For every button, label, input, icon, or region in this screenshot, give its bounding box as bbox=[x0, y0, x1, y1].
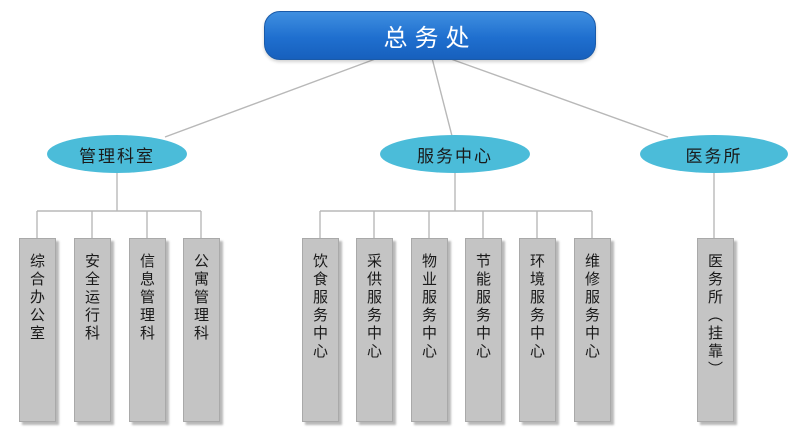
department-label: 医务所 bbox=[685, 146, 743, 167]
unit-label: 维修服务中心 bbox=[583, 253, 601, 361]
unit-box: 安全运行科 bbox=[74, 238, 111, 422]
root-title: 总务处 bbox=[383, 24, 477, 52]
unit-box: 饮食服务中心 bbox=[302, 238, 339, 422]
connector-line bbox=[447, 57, 669, 138]
unit-box: 节能服务中心 bbox=[465, 238, 502, 422]
unit-label: 物业服务中心 bbox=[420, 253, 438, 361]
root-node: 总务处 bbox=[264, 11, 596, 60]
unit-box: 环境服务中心 bbox=[519, 238, 556, 422]
department-label: 服务中心 bbox=[417, 146, 493, 167]
unit-label: 公寓管理科 bbox=[192, 253, 210, 343]
unit-box: 综合办公室 bbox=[19, 238, 56, 422]
unit-label: 医务所（挂靠） bbox=[706, 253, 724, 379]
connector-line bbox=[164, 57, 379, 138]
unit-box: 信息管理科 bbox=[129, 238, 166, 422]
connector-line bbox=[431, 57, 453, 137]
unit-label: 节能服务中心 bbox=[474, 253, 492, 361]
unit-box: 物业服务中心 bbox=[411, 238, 448, 422]
department-node-service-center: 服务中心 bbox=[380, 135, 530, 173]
unit-label: 安全运行科 bbox=[83, 253, 101, 343]
department-node-management: 管理科室 bbox=[47, 135, 187, 173]
unit-label: 饮食服务中心 bbox=[311, 253, 329, 361]
unit-box: 采供服务中心 bbox=[356, 238, 393, 422]
department-label: 管理科室 bbox=[79, 146, 155, 167]
unit-box: 公寓管理科 bbox=[183, 238, 220, 422]
unit-box: 维修服务中心 bbox=[574, 238, 611, 422]
unit-label: 采供服务中心 bbox=[365, 253, 383, 361]
unit-label: 综合办公室 bbox=[28, 253, 46, 343]
unit-label: 环境服务中心 bbox=[528, 253, 546, 361]
unit-label: 信息管理科 bbox=[138, 253, 156, 343]
unit-box: 医务所（挂靠） bbox=[697, 238, 734, 422]
department-node-clinic: 医务所 bbox=[640, 135, 788, 173]
